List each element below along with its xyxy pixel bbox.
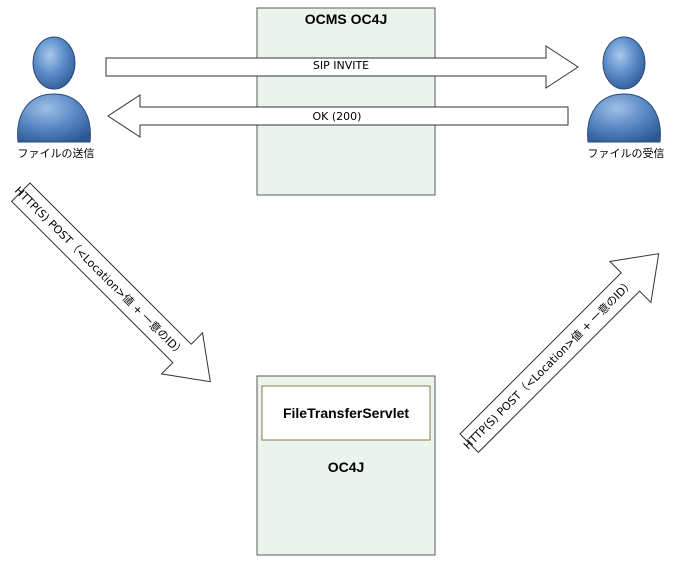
sender-label: ファイルの送信	[18, 146, 95, 160]
receiver-label: ファイルの受信	[588, 147, 665, 160]
oc4j-box: FileTransferServlet OC4J	[256, 375, 436, 556]
sip-invite-label: SIP INVITE	[313, 59, 369, 72]
http-post-left-label: HTTP(S) POST（<Location>値 + 一意のID）	[12, 183, 188, 359]
ocms-oc4j-box: OCMS OC4J	[256, 7, 436, 196]
ok-arrow: OK (200)	[107, 94, 569, 138]
sender-person-icon	[17, 36, 91, 143]
http-post-right-label: HTTP(S) POST（<Location>値 + 一意のID）	[460, 276, 636, 452]
ok-label: OK (200)	[313, 110, 362, 123]
file-transfer-servlet-box	[261, 385, 431, 441]
receiver-person-icon	[587, 36, 661, 143]
http-post-right-arrow: HTTP(S) POST（<Location>値 + 一意のID）	[459, 253, 660, 454]
oc4j-title: OC4J	[328, 459, 365, 475]
http-post-left-arrow: HTTP(S) POST（<Location>値 + 一意のID）	[10, 182, 211, 383]
ocms-oc4j-title: OCMS OC4J	[305, 11, 387, 27]
sip-invite-arrow: SIP INVITE	[105, 45, 579, 89]
file-transfer-servlet-label: FileTransferServlet	[283, 405, 409, 421]
